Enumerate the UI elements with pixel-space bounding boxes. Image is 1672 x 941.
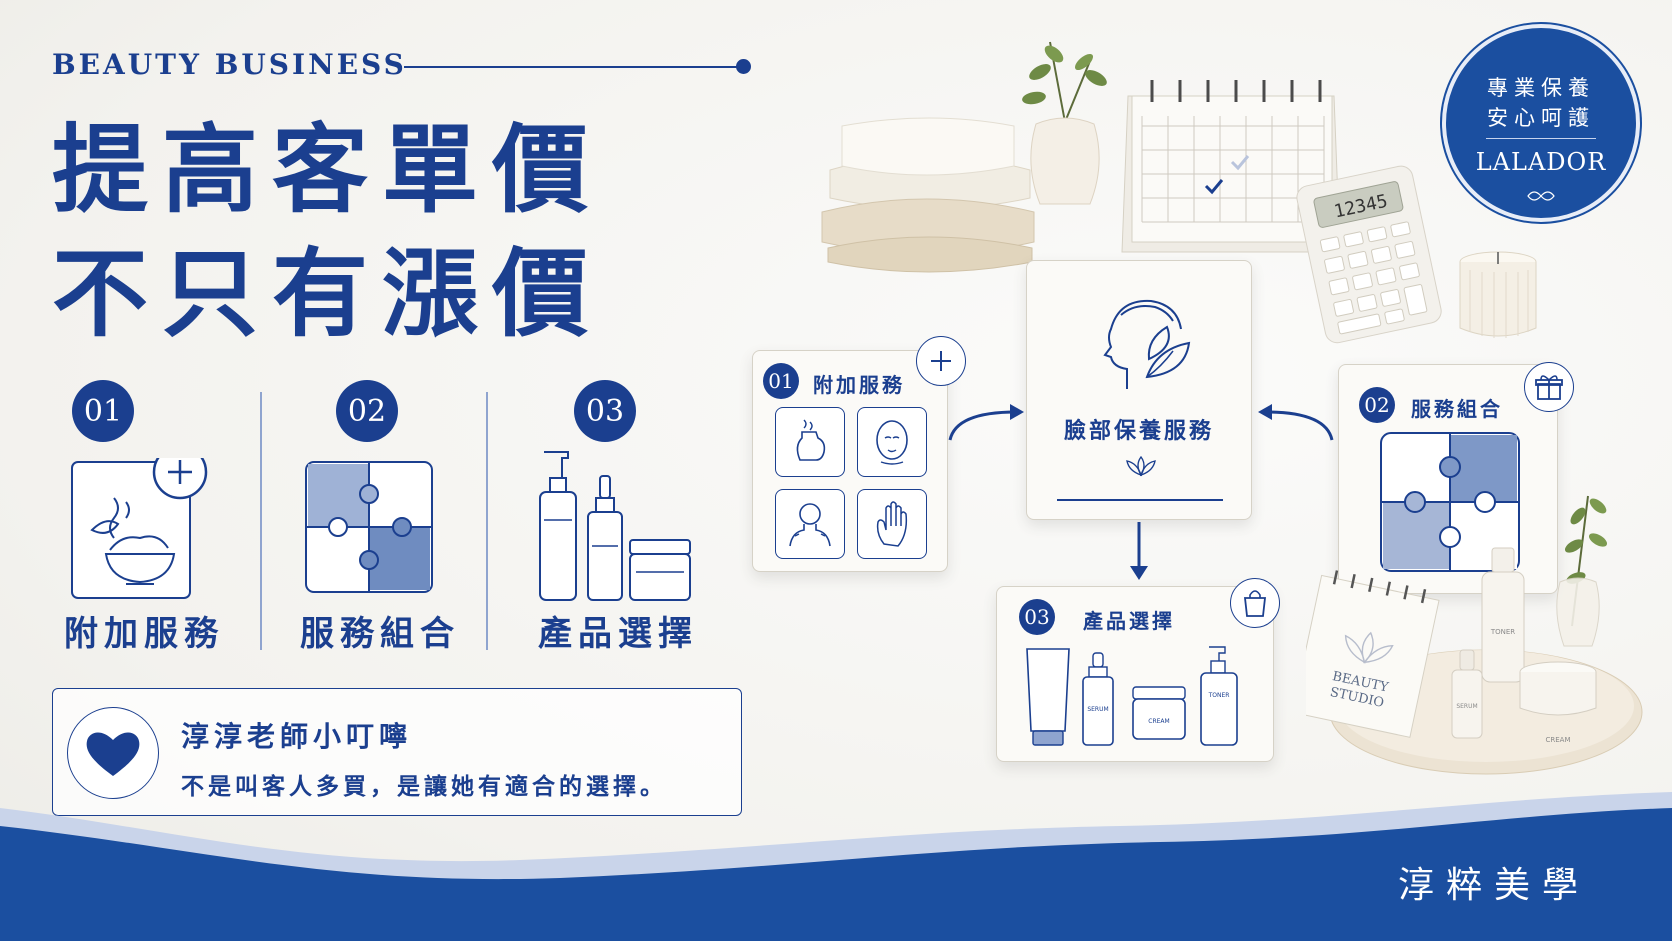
center-service-card: 臉部保養服務 (1026, 260, 1252, 520)
prop-label-cream: CREAM (1545, 736, 1570, 744)
addon-card: 01 附加服務 (752, 350, 948, 572)
towel-stack-image (818, 112, 1040, 284)
seal-brand: LALADOR (1475, 148, 1607, 176)
calculator-image: 12345 (1296, 164, 1446, 348)
step-label: 附加服務 (64, 614, 224, 654)
tip-title: 淳淳老師小叮嚀 (181, 720, 413, 753)
bowl-leaf-plus-icon (70, 444, 210, 612)
step-divider (260, 392, 262, 650)
product-label-toner: TONER (1208, 692, 1230, 699)
eyebrow-rule (404, 66, 740, 68)
seal-line-2: 安心呵護 (1487, 106, 1595, 130)
prop-label-serum: SERUM (1456, 703, 1477, 710)
step-number: 01 (72, 380, 134, 442)
product-card: 03 產品選擇 SERUM CREAM TONER (996, 586, 1274, 762)
combo-title: 服務組合 (1411, 397, 1503, 421)
product-label-cream: CREAM (1148, 718, 1169, 725)
step-divider (486, 392, 488, 650)
step-combo: 02 服務組合 (290, 380, 520, 655)
eyebrow-title: BEAUTY BUSINESS (52, 48, 407, 81)
ornament-icon (1526, 188, 1556, 207)
product-lineup-icon: SERUM CREAM TONER (1023, 645, 1253, 753)
shopping-bag-icon (1230, 578, 1280, 628)
product-badge: 03 (1019, 599, 1055, 635)
step-label: 產品選擇 (538, 614, 698, 654)
pitcher-icon (775, 407, 845, 477)
seal-line-1: 專業保養 (1487, 76, 1595, 100)
combo-badge: 02 (1359, 387, 1395, 423)
arrow-combo-to-center (1258, 404, 1334, 441)
neck-shoulder-icon (775, 489, 845, 559)
arrow-center-to-product (1130, 522, 1148, 580)
combo-puzzle-icon (1379, 431, 1521, 577)
brand-seal: 專業保養 安心呵護 LALADOR (1442, 24, 1640, 222)
desk-calendar-image (1118, 76, 1346, 258)
candle-image (1456, 248, 1540, 348)
step-number: 03 (574, 380, 636, 442)
gift-icon (1524, 362, 1574, 412)
hand-icon (857, 489, 927, 559)
seal-rule (1486, 138, 1596, 139)
heart-icon (67, 707, 159, 799)
plant-vase-image (1010, 32, 1120, 216)
footer-wave (0, 792, 1672, 941)
combo-card: 02 服務組合 (1338, 364, 1558, 594)
step-number: 02 (336, 380, 398, 442)
bottles-icon (536, 448, 696, 608)
plus-icon (916, 336, 966, 386)
step-product: 03 產品選擇 (520, 380, 750, 655)
center-service-title: 臉部保養服務 (1063, 419, 1214, 444)
arrow-addon-to-center (948, 404, 1024, 441)
addon-badge: 01 (763, 363, 799, 399)
product-title: 產品選擇 (1083, 609, 1175, 633)
step-addon: 01 附加服務 (52, 380, 282, 655)
footer-brand: 淳粹美學 (1398, 865, 1591, 906)
product-tray-image: BEAUTY STUDIO TONER SERUM CREAM (1291, 486, 1646, 810)
addon-title: 附加服務 (813, 373, 905, 397)
tip-box: 淳淳老師小叮嚀 不是叫客人多買，是讓她有適合的選擇。 (52, 688, 742, 816)
tip-text: 不是叫客人多買，是讓她有適合的選擇。 (181, 773, 667, 800)
center-underline (1057, 499, 1223, 501)
lotus-icon (1123, 455, 1159, 481)
product-label-serum: SERUM (1087, 706, 1108, 713)
headline-line-1: 提高客單價 (52, 113, 602, 226)
headline-line-2: 不只有漲價 (52, 237, 602, 350)
face-leaf-icon (1081, 285, 1201, 399)
prop-label-toner: TONER (1490, 628, 1515, 636)
puzzle-icon (304, 460, 436, 600)
step-label: 服務組合 (300, 614, 460, 654)
eyebrow-dot (736, 59, 751, 74)
face-mask-icon (857, 407, 927, 477)
